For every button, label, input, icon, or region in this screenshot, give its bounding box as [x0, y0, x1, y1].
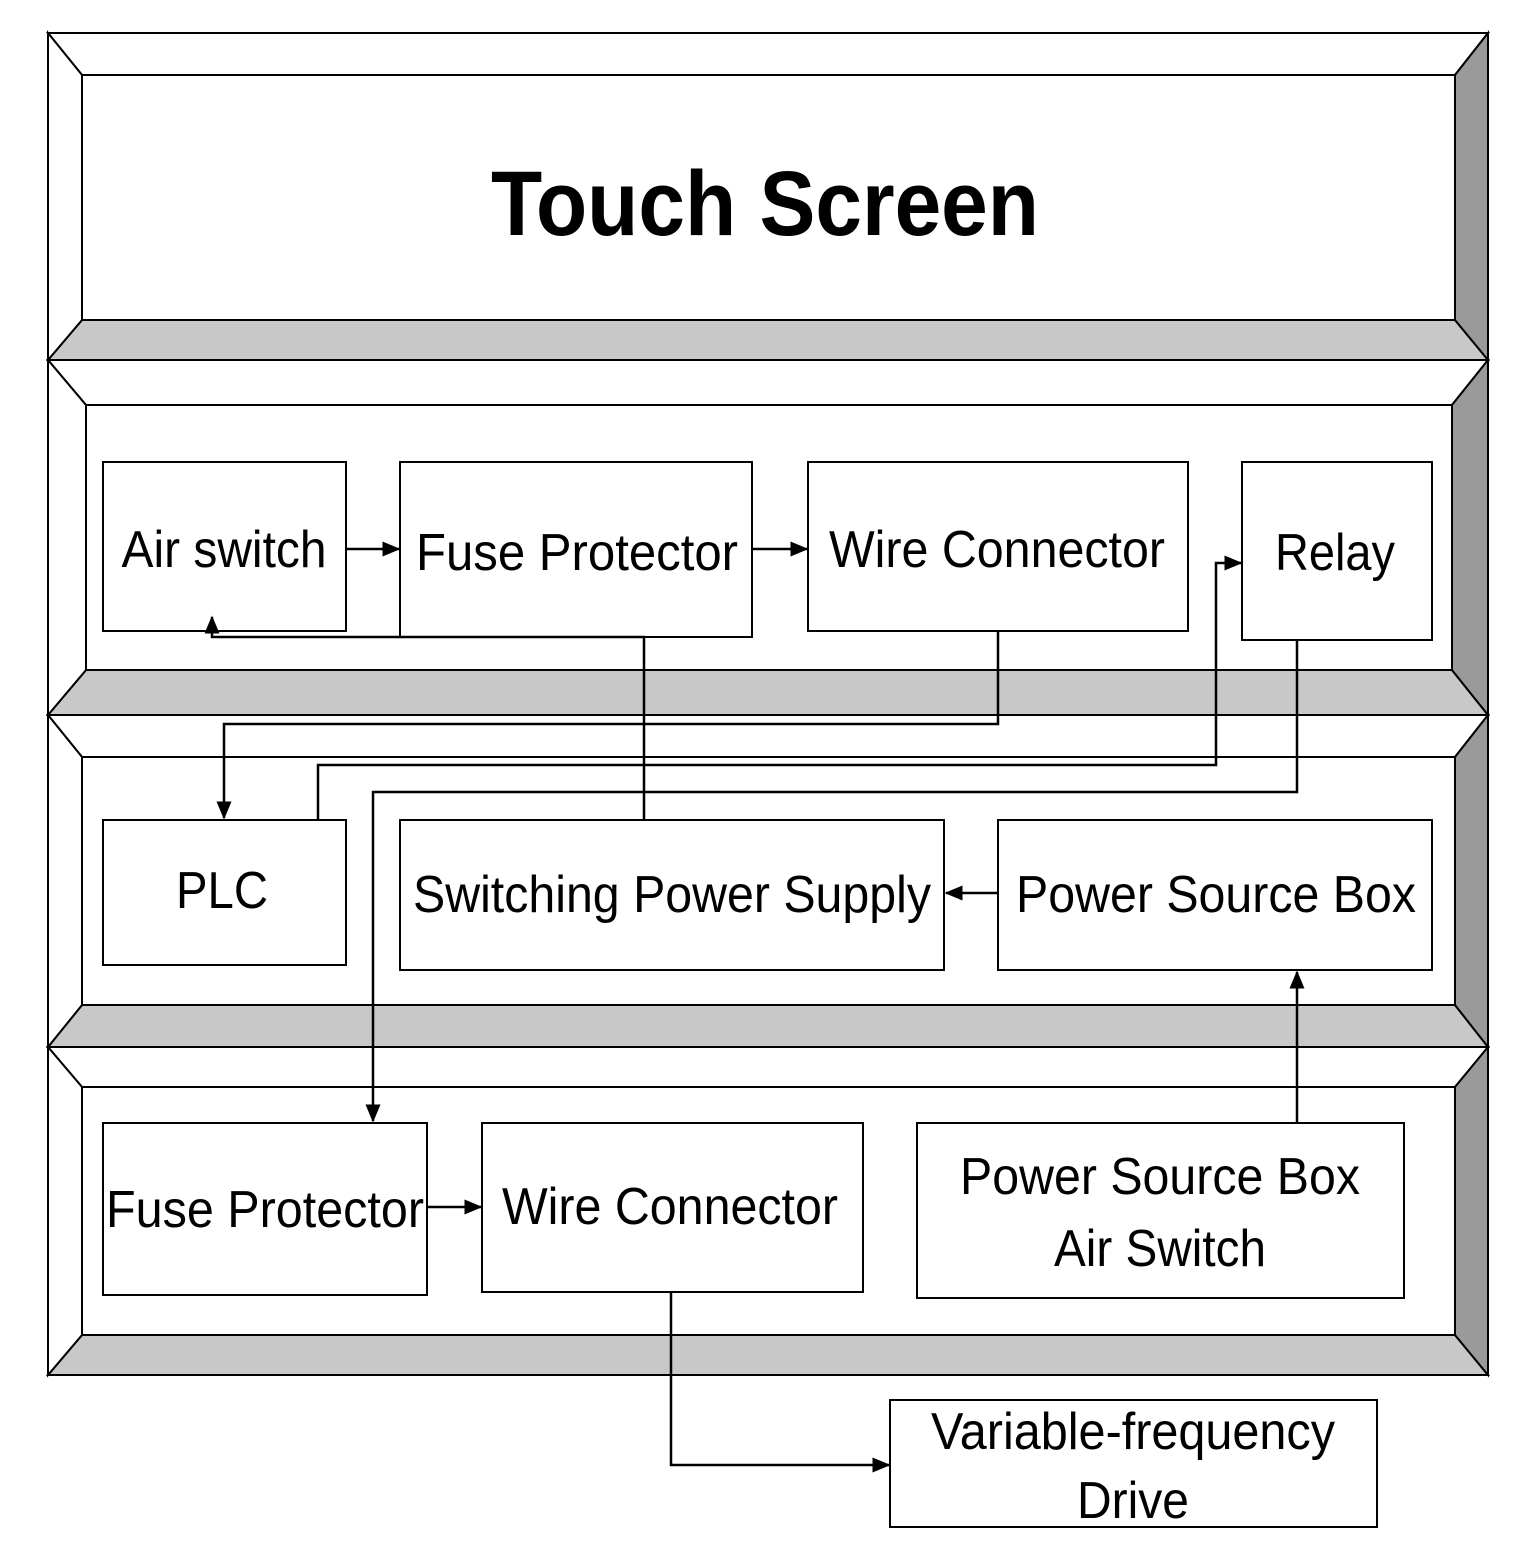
- box-wire-connector-bottom[interactable]: Wire Connector: [481, 1122, 864, 1293]
- box-switching-power-supply[interactable]: Switching Power Supply: [399, 819, 945, 971]
- power-source-box-air-switch-line2: Air Switch: [1054, 1220, 1266, 1278]
- arrow-plc-to-relay: [316, 555, 1243, 820]
- wire-connector-bottom-label: Wire Connector: [502, 1178, 838, 1236]
- touch-screen-title: Touch Screen: [491, 153, 1039, 255]
- power-source-box-air-switch-line1: Power Source Box: [960, 1148, 1360, 1206]
- vfd-line2: Drive: [1077, 1472, 1189, 1530]
- panel-touch-screen: [45, 30, 1491, 363]
- box-fuse-protector-top[interactable]: Fuse Protector: [399, 461, 753, 638]
- vfd-line1: Variable-frequency: [931, 1403, 1335, 1461]
- box-relay[interactable]: Relay: [1241, 461, 1433, 641]
- fuse-protector-bottom-label: Fuse Protector: [106, 1181, 424, 1239]
- box-wire-connector-top[interactable]: Wire Connector: [807, 461, 1189, 632]
- air-switch-label: Air switch: [122, 521, 327, 579]
- box-air-switch[interactable]: Air switch: [102, 461, 347, 632]
- relay-label: Relay: [1275, 524, 1395, 582]
- arrow-sps-to-air-switch: [204, 615, 646, 820]
- fuse-protector-top-label: Fuse Protector: [416, 524, 738, 582]
- arrow-wire-connector-to-plc: [216, 631, 1000, 820]
- box-power-source-box-air-switch[interactable]: Power Source Box Air Switch: [916, 1122, 1405, 1299]
- box-power-source-box[interactable]: Power Source Box: [997, 819, 1433, 971]
- box-fuse-protector-bottom[interactable]: Fuse Protector: [102, 1122, 428, 1296]
- power-source-box-label: Power Source Box: [1016, 866, 1416, 924]
- connector-lines: [204, 541, 1305, 1473]
- arrow-relay-to-fuse-bottom: [365, 640, 1299, 1123]
- box-variable-frequency-drive[interactable]: Variable-frequency Drive: [889, 1399, 1378, 1530]
- box-plc[interactable]: PLC: [102, 819, 347, 966]
- switching-power-supply-label: Switching Power Supply: [413, 866, 931, 924]
- arrow-wire-bottom-to-vfd: [669, 1292, 891, 1473]
- plc-label: PLC: [176, 862, 268, 920]
- wire-connector-top-label: Wire Connector: [829, 521, 1165, 579]
